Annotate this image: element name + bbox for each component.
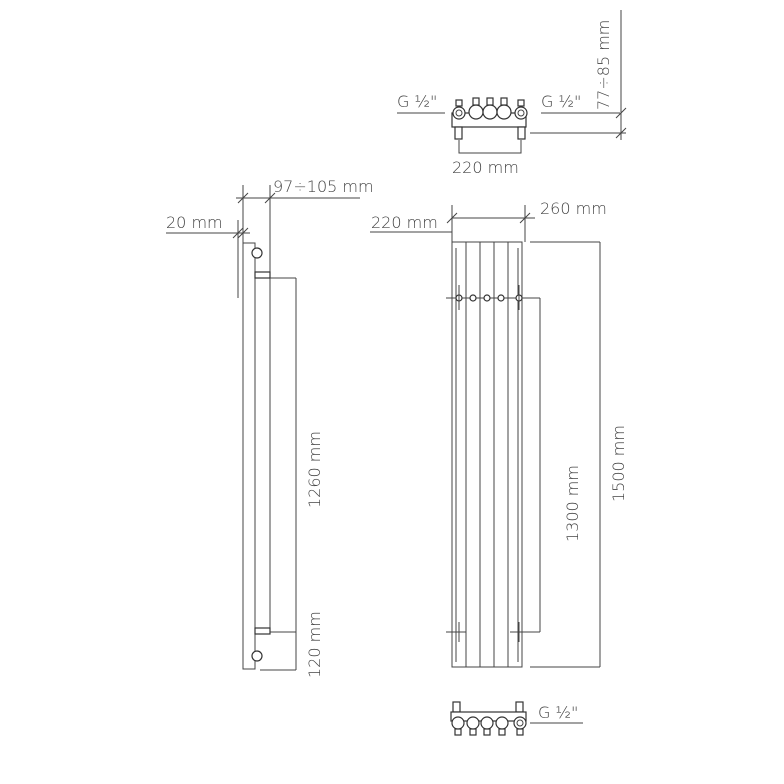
valve-row — [452, 97, 528, 120]
top-left-thread-label: G ½" — [397, 92, 437, 111]
side-wall-label: 20 mm — [166, 213, 223, 232]
front-width-label: 260 mm — [540, 199, 607, 218]
side-bottom-label: 120 mm — [305, 611, 324, 678]
top-view: G ½" G ½" 220 mm 77÷85 mm — [397, 10, 627, 177]
front-spacing-label: 220 mm — [371, 213, 438, 232]
mounting-points — [455, 285, 523, 642]
bottom-view: G ½" — [450, 701, 583, 736]
front-view: 220 mm 260 mm 1300 mm 1500 mm — [370, 199, 628, 668]
side-view: 97÷105 mm 20 mm 1260 mm 120 mm — [166, 177, 374, 678]
side-depth-label: 97÷105 mm — [273, 177, 374, 196]
front-inner-label: 1300 mm — [563, 465, 582, 542]
side-height-label: 1260 mm — [305, 431, 324, 508]
radiator-tubes — [451, 241, 523, 668]
front-total-label: 1500 mm — [609, 425, 628, 502]
bottom-thread-label: G ½" — [538, 703, 578, 722]
top-spacing-label: 220 mm — [452, 158, 519, 177]
top-depth-label: 77÷85 mm — [594, 20, 613, 110]
top-right-thread-label: G ½" — [541, 92, 581, 111]
